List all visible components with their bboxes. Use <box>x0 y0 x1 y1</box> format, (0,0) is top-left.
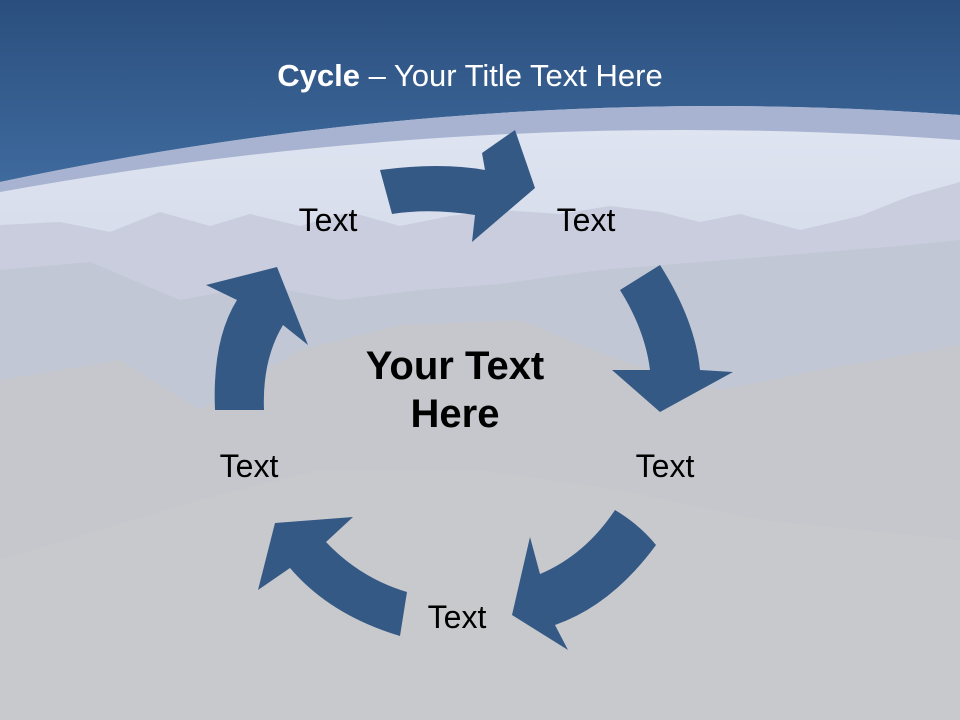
cycle-label-left: Text <box>219 448 279 484</box>
cycle-label-top-right: Text <box>556 202 616 238</box>
cycle-label-top-left: Text <box>298 202 358 238</box>
center-text-line-2: Here <box>410 392 500 436</box>
header-arc-stripe <box>0 106 960 192</box>
cycle-arrow-bottom <box>258 517 407 636</box>
cycle-arrow-upper-left <box>206 267 308 410</box>
title-rest: Your Title Text Here <box>393 58 663 93</box>
center-text: Your Text Here <box>330 342 580 438</box>
cycle-arrow-top <box>380 130 535 242</box>
center-text-line-1: Your Text <box>365 344 545 388</box>
cycle-label-bottom: Text <box>427 599 487 635</box>
slide-title: Cycle – Your Title Text Here <box>0 56 940 96</box>
valley-slope <box>0 470 960 720</box>
cycle-arrow-upper-right <box>612 265 733 412</box>
title-bold: Cycle <box>277 58 360 93</box>
header-band <box>0 0 960 182</box>
title-separator: – <box>360 58 394 93</box>
cycle-arrow-lower-right <box>512 510 656 650</box>
cycle-label-right: Text <box>635 448 695 484</box>
